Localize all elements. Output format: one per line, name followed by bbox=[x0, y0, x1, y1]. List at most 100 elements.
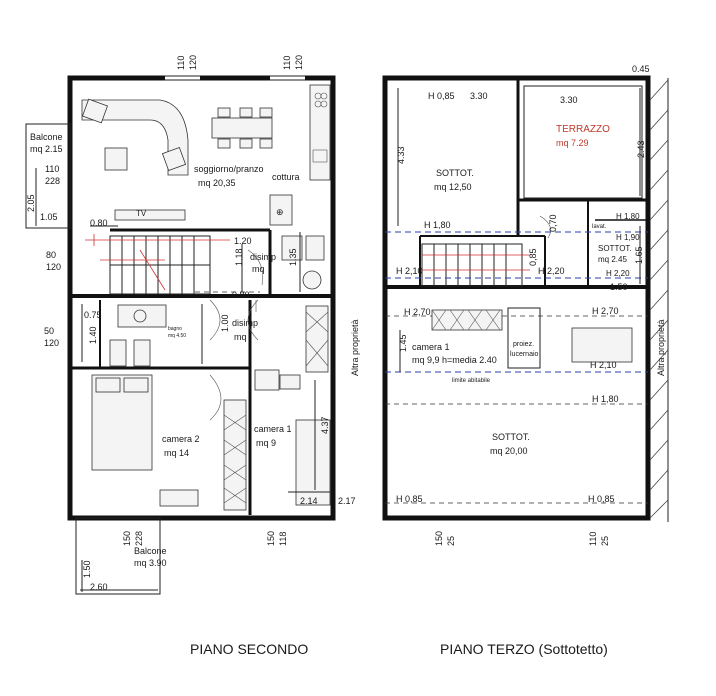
dim-437: 4.37 bbox=[320, 416, 330, 434]
dim-075: 0.75 bbox=[84, 310, 102, 320]
sottot-small-name: SOTTOT. bbox=[598, 244, 632, 253]
dim-050-120-a: 50 bbox=[44, 326, 54, 336]
dim-045: 0.45 bbox=[632, 64, 650, 74]
dim-330a: 3.30 bbox=[470, 91, 488, 101]
toilet-top bbox=[281, 235, 303, 261]
h210a: H 2,10 bbox=[396, 266, 423, 276]
h270b: H 2,70 bbox=[592, 306, 619, 316]
stair-second-floor bbox=[85, 234, 230, 295]
dim-110-120-a: 110 bbox=[176, 56, 186, 70]
dim-080a: 0.80 bbox=[90, 218, 108, 228]
balcone-top-area: mq 2.15 bbox=[30, 144, 63, 154]
disimp-mid-name: disimp bbox=[232, 318, 258, 328]
dim-110-25-b: 25 bbox=[600, 536, 610, 546]
terrazzo bbox=[523, 85, 643, 199]
proiez-line1: proiez. bbox=[513, 341, 534, 348]
sink-top bbox=[302, 270, 322, 290]
dim-150-228-a: 150 bbox=[122, 531, 132, 546]
sottot-big-name: SOTTOT. bbox=[492, 432, 530, 442]
soggiorno-area: mq 20,35 bbox=[198, 178, 236, 188]
dim-110-228-b: 228 bbox=[45, 176, 60, 186]
dim-110-120-b2: 120 bbox=[294, 55, 304, 70]
dresser bbox=[159, 489, 199, 507]
dim-150-25-b: 25 bbox=[446, 536, 456, 546]
disimp-top-name: disimp bbox=[250, 252, 276, 262]
second-floor-plan: ⊕ bbox=[25, 75, 336, 595]
dim-145: 1.45 bbox=[398, 334, 408, 352]
skylight-projection bbox=[507, 307, 541, 369]
dim-150-228-b: 228 bbox=[134, 531, 144, 546]
h220b: H 2,20 bbox=[606, 269, 630, 278]
wardrobe-attic bbox=[431, 309, 503, 331]
sottot-small-area: mq 2.45 bbox=[598, 255, 627, 264]
lavat-label: lavat. bbox=[592, 224, 607, 230]
kitchen-counter bbox=[309, 84, 331, 181]
attic-bed bbox=[571, 327, 633, 363]
h085a: H 0,85 bbox=[428, 91, 455, 101]
dim-433: 4.33 bbox=[396, 146, 406, 164]
h180c: H 1,80 bbox=[592, 394, 619, 404]
dim-050-120-b: 120 bbox=[44, 338, 59, 348]
soggiorno-name: soggiorno/pranzo bbox=[194, 164, 264, 174]
caption-second-floor: PIANO SECONDO bbox=[190, 641, 308, 657]
dim-110-228-a: 110 bbox=[45, 164, 59, 174]
dim-080-120-a: 80 bbox=[46, 250, 56, 260]
dim-243: 2.43 bbox=[636, 140, 646, 158]
single-bed bbox=[295, 419, 331, 506]
altra-proprieta-2: Altra proprietà bbox=[350, 319, 360, 376]
dim-120: 1.20 bbox=[234, 236, 252, 246]
dim-140: 1.40 bbox=[88, 326, 98, 344]
wardrobe-corridor bbox=[305, 305, 329, 373]
dim-080b: 0.80 bbox=[232, 290, 250, 300]
dim-165: 1.65 bbox=[634, 246, 644, 264]
dim-150-118-b: 118 bbox=[278, 532, 288, 546]
neighbor-hatch bbox=[649, 78, 669, 522]
dim-260: 2.60 bbox=[90, 582, 108, 592]
camera1-name: camera 1 bbox=[254, 424, 292, 434]
bagno-name: bagno bbox=[168, 326, 182, 332]
dim-070: 0,70 bbox=[548, 214, 558, 232]
dim-150-25-a: 150 bbox=[434, 531, 444, 546]
sottot-top-area: mq 12,50 bbox=[434, 182, 472, 192]
tv-label: TV bbox=[136, 209, 147, 218]
balcone-top-name: Balcone bbox=[30, 132, 63, 142]
bagno-area: mq 4.50 bbox=[168, 333, 186, 339]
dim-080-120-b: 120 bbox=[46, 262, 61, 272]
dim-150-118-a: 150 bbox=[266, 531, 276, 546]
third-floor-plan bbox=[382, 75, 669, 522]
tv-unit bbox=[114, 209, 186, 221]
altra-proprieta-3: Altra proprietà bbox=[656, 319, 666, 376]
dim-085: 0,85 bbox=[528, 248, 538, 266]
svg-text:⊕: ⊕ bbox=[276, 207, 284, 217]
disimp-top-area: mq bbox=[252, 264, 265, 274]
terrazzo-area: mq 7.29 bbox=[556, 138, 589, 148]
cottura-label: cottura bbox=[272, 172, 300, 182]
h085c: H 0,85 bbox=[588, 494, 615, 504]
toilet-bath bbox=[109, 339, 127, 367]
stair-third-floor bbox=[421, 243, 530, 287]
dim-150-t: 1.50 bbox=[610, 282, 628, 292]
limite-abitabile: limite abitabile bbox=[452, 378, 491, 384]
h210b: H 2,10 bbox=[590, 360, 617, 370]
sottot-big-area: mq 20,00 bbox=[490, 446, 528, 456]
balcone-bottom-area: mq 3.90 bbox=[134, 558, 167, 568]
h085b: H 0,85 bbox=[396, 494, 423, 504]
dim-110-120-a2: 120 bbox=[188, 55, 198, 70]
dim-100: 1.00 bbox=[220, 314, 230, 332]
dim-150: 1.50 bbox=[82, 560, 92, 578]
dim-205: 2.05 bbox=[26, 194, 36, 212]
h270a: H 2,70 bbox=[404, 307, 431, 317]
balcony-top bbox=[25, 123, 71, 229]
h220a: H 2,20 bbox=[538, 266, 565, 276]
dim-118: 1.18 bbox=[234, 248, 244, 266]
dining-table bbox=[211, 117, 273, 139]
dim-217: 2.17 bbox=[338, 496, 356, 506]
sofa bbox=[81, 99, 189, 176]
h180a: H 1,80 bbox=[424, 220, 451, 230]
camera2-name: camera 2 bbox=[162, 434, 200, 444]
sottot-top-name: SOTTOT. bbox=[436, 168, 474, 178]
second-floor-outer-wall bbox=[67, 75, 336, 521]
dim-214: 2.14 bbox=[300, 496, 318, 506]
dim-110-25-a: 110 bbox=[588, 532, 598, 546]
